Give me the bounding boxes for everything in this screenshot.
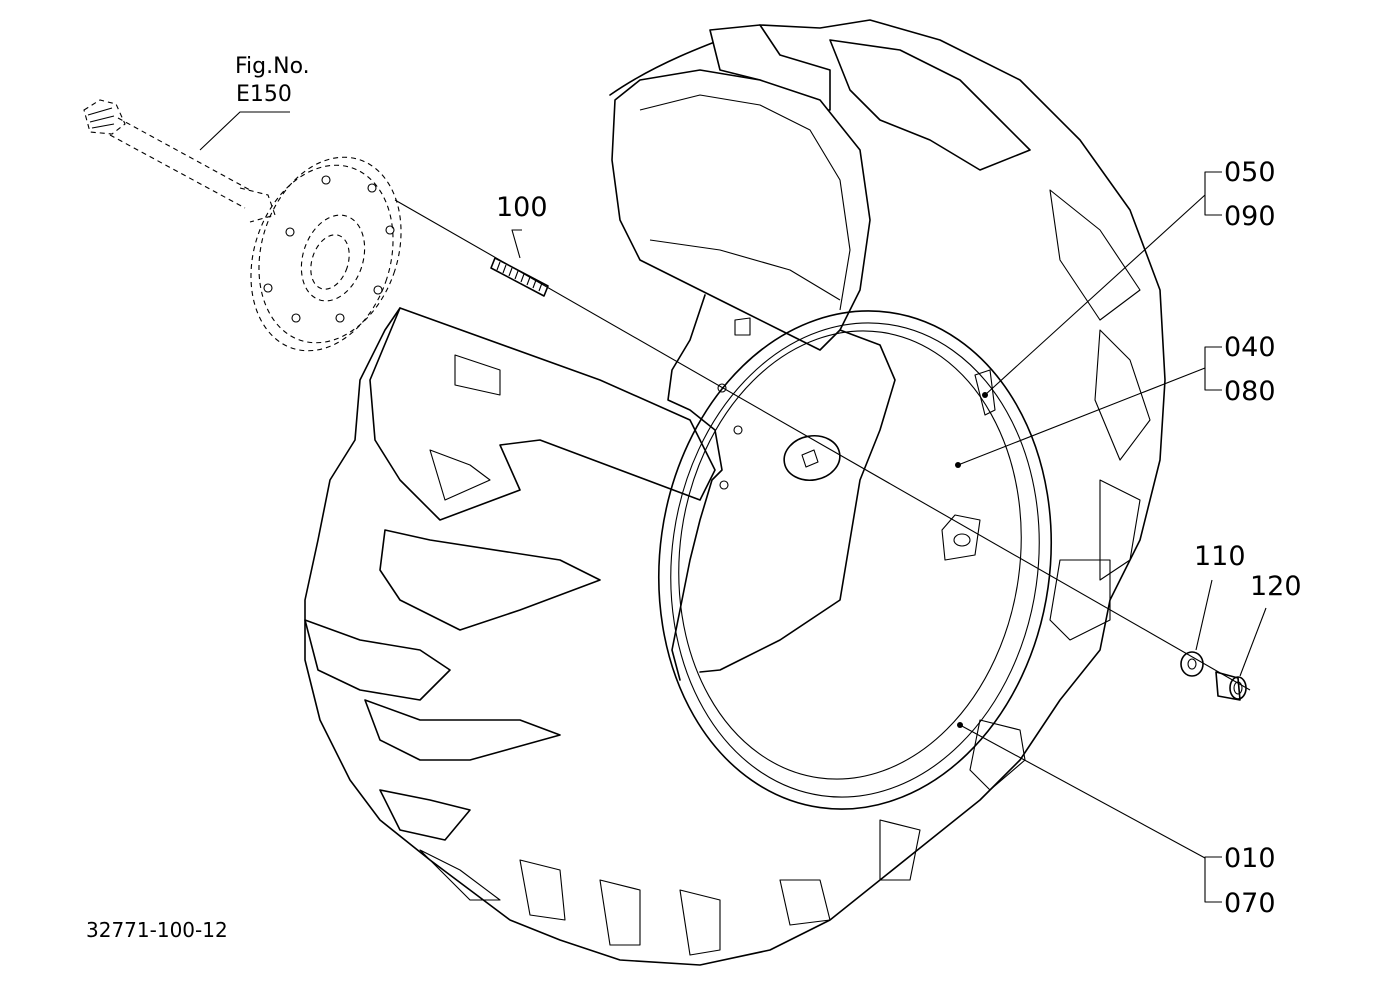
assembly-centerline <box>394 199 1251 691</box>
tire <box>304 19 1166 966</box>
callout-leaders <box>955 171 1267 903</box>
callout-120: 120 <box>1250 571 1302 602</box>
callout-110: 110 <box>1194 541 1246 572</box>
axle-shaft <box>83 99 276 223</box>
fig-ref-leader <box>199 111 290 151</box>
callout-010: 010 <box>1224 843 1276 874</box>
callout-040: 040 <box>1224 332 1276 363</box>
washer-and-nut <box>1180 651 1247 701</box>
fig-ref-label: Fig.No. <box>235 54 310 79</box>
fig-ref-number: E150 <box>236 82 292 107</box>
callout-080: 080 <box>1224 376 1276 407</box>
wheel-rim <box>657 294 1053 810</box>
callout-100: 100 <box>496 192 548 223</box>
stud-bolt <box>490 229 549 297</box>
hub-flange <box>250 156 402 352</box>
callout-090: 090 <box>1224 201 1276 232</box>
callout-070: 070 <box>1224 888 1276 919</box>
drawing-number: 32771-100-12 <box>86 918 228 942</box>
callout-050: 050 <box>1224 157 1276 188</box>
